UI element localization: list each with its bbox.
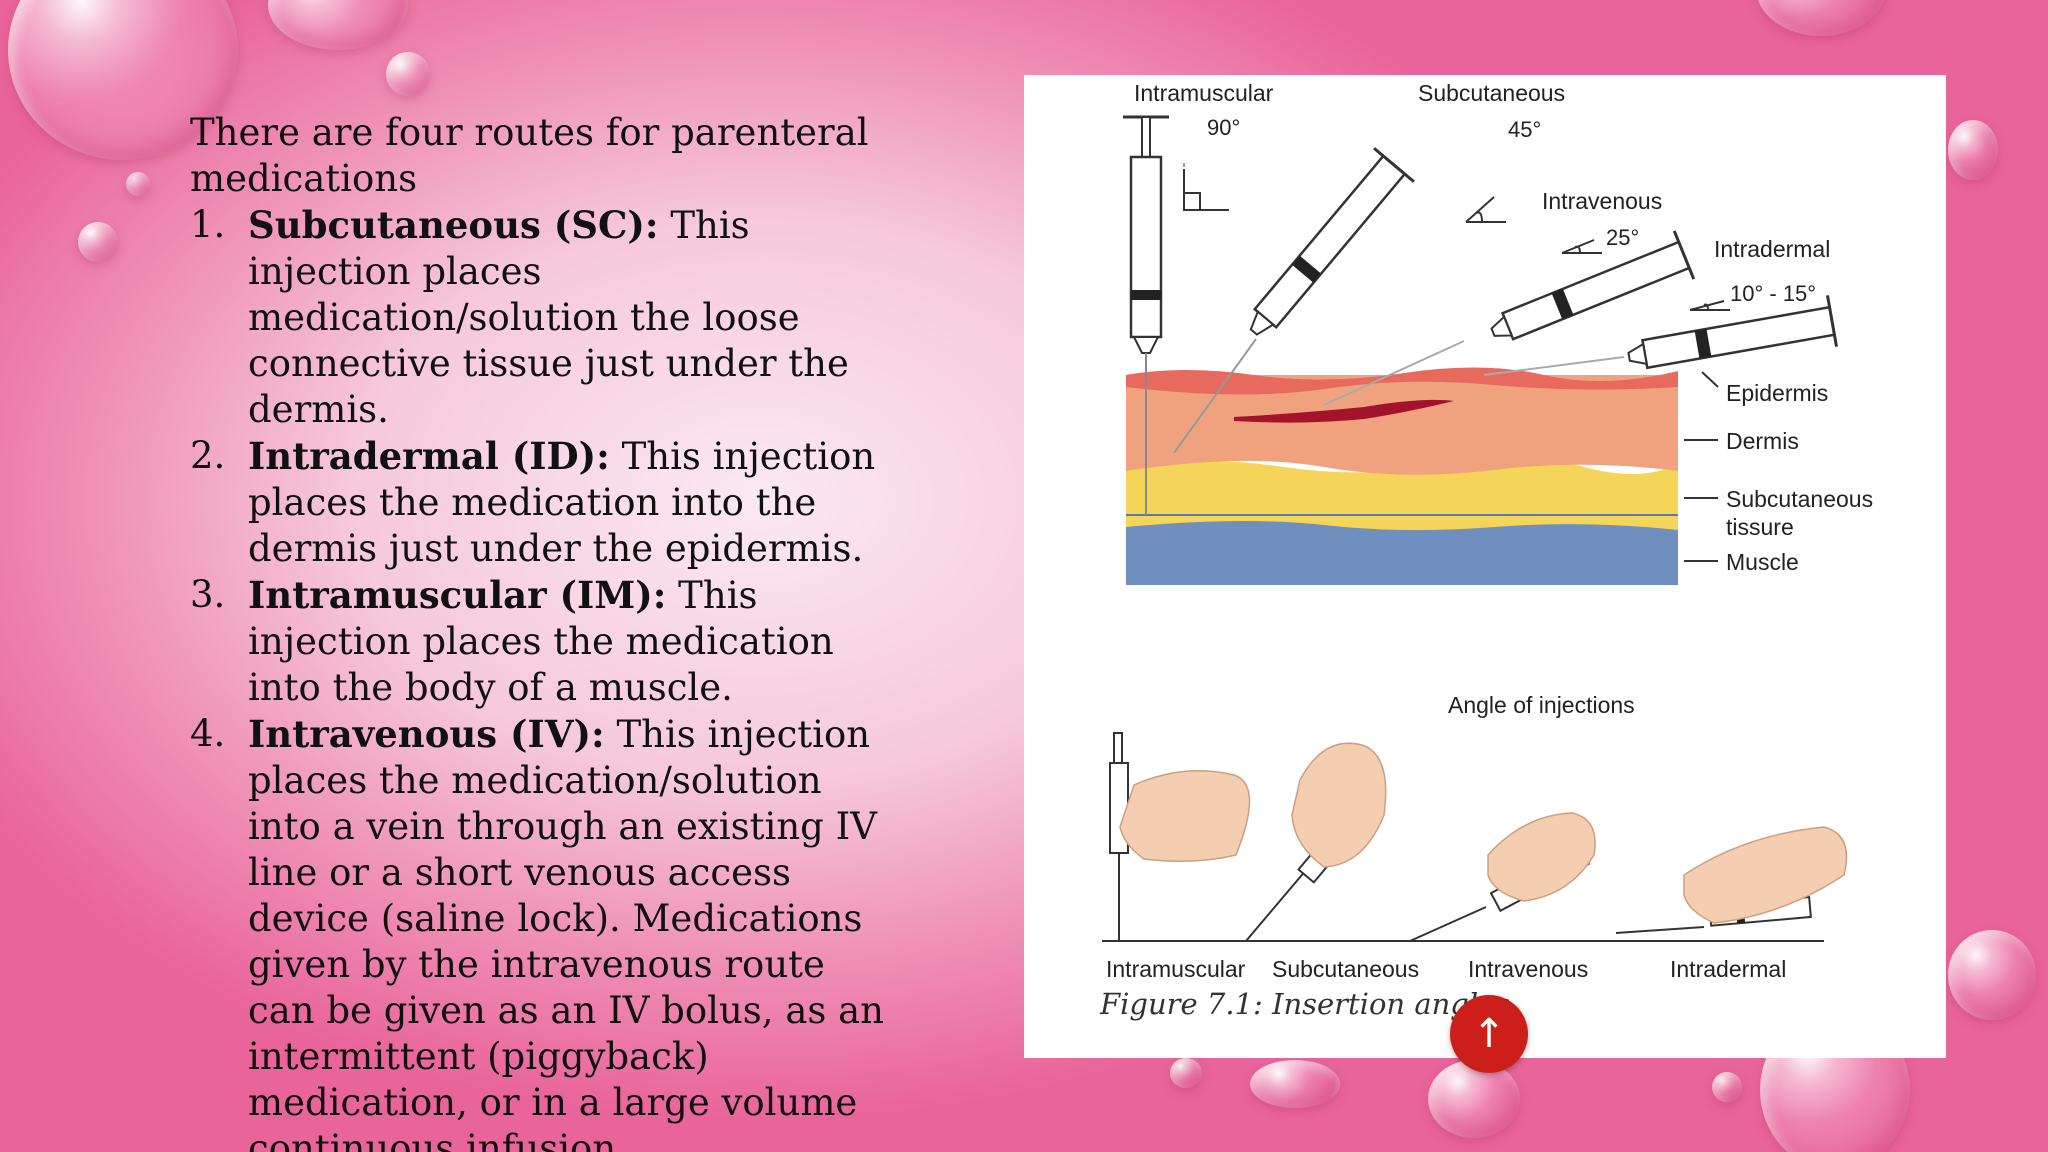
hand-subcutaneous-illustration (1245, 742, 1387, 942)
bubble-decoration (1712, 1072, 1742, 1102)
list-number: 2. (190, 434, 226, 477)
label-intravenous-top: Intravenous (1542, 188, 1662, 214)
hand-intramuscular-illustration (1109, 732, 1251, 941)
subcutaneous-layer (1126, 458, 1678, 531)
subcutaneous-syringe (1249, 147, 1415, 336)
list-number: 4. (190, 712, 226, 755)
list-item: 2. Intradermal (ID): This injection place… (190, 433, 890, 572)
angle-title: Angle of injections (1448, 692, 1635, 718)
angle-45-text: 45° (1508, 117, 1541, 142)
routes-list: 1. Subcutaneous (SC): This injection plac… (190, 202, 890, 1152)
bubble-decoration (1948, 120, 1998, 180)
hand-intravenous-illustration (1409, 812, 1596, 942)
hand-intradermal-illustration (1615, 826, 1848, 934)
bubble-decoration (1428, 1060, 1520, 1138)
list-item: 1. Subcutaneous (SC): This injection plac… (190, 202, 890, 433)
angle-10-icon (1689, 300, 1730, 311)
intramuscular-syringe (1123, 115, 1169, 515)
label-intramuscular-top: Intramuscular (1134, 80, 1274, 106)
bottom-label-intramuscular: Intramuscular (1106, 956, 1246, 982)
layer-subcutaneous-label: Subcutaneous (1726, 486, 1873, 512)
list-item: 3. Intramuscular (IM): This injection pla… (190, 572, 890, 711)
angle-25-icon (1561, 239, 1602, 254)
vein (1234, 399, 1454, 423)
list-description: This injection places the medication int… (248, 574, 834, 709)
layer-muscle-label: Muscle (1726, 549, 1799, 575)
dermis-layer (1126, 375, 1678, 475)
list-number: 1. (190, 203, 226, 246)
bubble-decoration (1250, 1060, 1340, 1108)
figure-caption: Figure 7.1: Insertion angles (1100, 987, 1511, 1021)
bubble-decoration (78, 222, 118, 262)
angle-10-15-text: 10° - 15° (1730, 281, 1816, 306)
bubble-decoration (386, 52, 430, 96)
list-term: Subcutaneous (SC): (248, 203, 659, 247)
bottom-label-intradermal: Intradermal (1670, 956, 1786, 982)
list-number: 3. (190, 573, 226, 616)
intravenous-needle (1323, 340, 1465, 406)
list-description: This injection places the medication int… (248, 435, 876, 570)
right-angle-icon (1183, 169, 1229, 211)
bubble-decoration (1756, 0, 1886, 36)
intradermal-needle (1483, 356, 1625, 376)
intro-text: There are four routes for parenteral med… (190, 111, 869, 200)
angle-90-text: 90° (1207, 115, 1240, 140)
bottom-label-subcutaneous: Subcutaneous (1272, 956, 1419, 982)
list-term: Intradermal (ID): (248, 434, 610, 478)
list-item: 4. Intravenous (IV): This injection place… (190, 711, 890, 1152)
list-description: This injection places medication/solutio… (248, 204, 849, 431)
intradermal-syringe (1627, 295, 1838, 370)
label-subcutaneous-top: Subcutaneous (1418, 80, 1565, 106)
text-content: There are four routes for parenteral med… (190, 110, 890, 1152)
arrow-up-icon: ↑ (1472, 1011, 1506, 1057)
bottom-label-intravenous: Intravenous (1468, 956, 1588, 982)
scroll-to-top-button[interactable]: ↑ (1450, 995, 1528, 1073)
list-term: Intramuscular (IM): (248, 573, 667, 617)
angle-25-text: 25° (1606, 225, 1639, 250)
layer-dermis-label: Dermis (1726, 428, 1799, 454)
intravenous-syringe (1490, 230, 1696, 341)
bubble-decoration (1948, 930, 2036, 1020)
epidermis-layer (1126, 367, 1678, 395)
injection-angles-figure: Intramuscular Subcutaneous Intravenous I… (1024, 75, 1946, 1058)
angle-45-icon (1465, 196, 1506, 223)
epidermis-leader (1701, 371, 1719, 388)
bubble-decoration (268, 0, 408, 50)
bubble-decoration (1170, 1058, 1202, 1088)
bubble-decoration (126, 172, 150, 196)
list-term: Intravenous (IV): (248, 712, 605, 756)
layer-subcutaneous-label-2: tissure (1726, 514, 1794, 540)
layer-epidermis-label: Epidermis (1726, 380, 1828, 406)
injection-diagram: Intramuscular Subcutaneous Intravenous I… (1102, 80, 1873, 982)
list-description: This injection places the medication/sol… (248, 713, 885, 1152)
label-intradermal-top: Intradermal (1714, 236, 1830, 262)
subcutaneous-needle (1173, 338, 1257, 454)
